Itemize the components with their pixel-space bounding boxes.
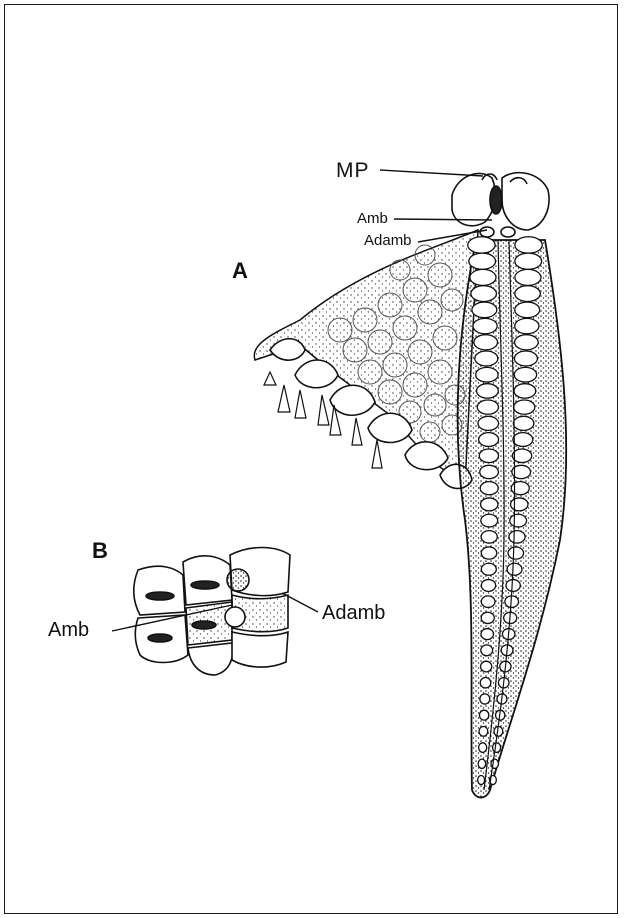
arm-plate	[480, 482, 498, 495]
arm-plate	[513, 416, 534, 430]
arm-plate	[514, 367, 536, 382]
arm-plate	[471, 286, 496, 302]
arm-plate	[507, 563, 522, 575]
arm-plate	[479, 743, 487, 753]
arm-plate	[514, 384, 536, 398]
arm-plate	[470, 269, 496, 285]
arm-plate	[510, 514, 527, 527]
arm-plate	[481, 661, 492, 672]
adamb-label-b: Adamb	[322, 603, 385, 623]
arm-plate	[478, 775, 485, 784]
arm-plate	[474, 335, 498, 350]
arm-plate	[493, 743, 501, 753]
arm-plate	[469, 253, 496, 269]
arm-plate	[515, 302, 540, 318]
arm-plate	[480, 694, 490, 704]
arm-plate	[479, 710, 488, 720]
arm-plate	[473, 318, 497, 333]
panel-b-label: B	[92, 540, 108, 562]
arm-plate	[475, 351, 498, 366]
adamb-label-a: Adamb	[364, 233, 412, 248]
arm-plate	[515, 253, 542, 269]
arm-plate	[477, 384, 499, 398]
arm-plate	[478, 759, 485, 768]
arm-plate	[515, 286, 540, 302]
amb-label-a: Amb	[357, 211, 388, 226]
mp-label: MP	[336, 160, 370, 181]
arm-plate	[481, 514, 498, 527]
arm-plate	[481, 580, 495, 592]
arm-plate	[481, 645, 493, 656]
arm-plate	[480, 678, 491, 688]
arm-plate	[479, 726, 488, 736]
arm-plate	[477, 400, 498, 414]
arm-plate	[512, 449, 531, 463]
arm-plate	[481, 596, 495, 608]
arm-plate	[476, 367, 498, 382]
arm-plate	[481, 612, 494, 623]
amb-label-b: Amb	[48, 620, 89, 640]
arm-plate	[508, 547, 524, 559]
arm-plate	[514, 351, 537, 366]
arm-plate	[481, 498, 498, 511]
arm-plate	[481, 563, 496, 575]
arm-plate	[514, 400, 535, 414]
arm-plate	[515, 269, 541, 285]
panel-b-detail	[134, 548, 290, 676]
arm-plate	[506, 580, 520, 592]
arm-plate	[479, 433, 499, 447]
arm-plate	[509, 531, 525, 543]
arm-plate	[478, 416, 499, 430]
panel-a-label: A	[232, 260, 248, 282]
arm-plate	[479, 449, 498, 463]
arm-plate	[513, 433, 533, 447]
arm-plate	[481, 629, 493, 640]
arm-plate	[481, 547, 497, 559]
arm	[458, 237, 567, 798]
arm-plate	[515, 237, 542, 254]
arm-plate	[515, 335, 539, 350]
arm-plate	[472, 302, 497, 318]
arm-plate	[480, 465, 499, 478]
arm-plate	[468, 237, 495, 254]
arm-plate	[511, 498, 528, 511]
arm-plate	[515, 318, 539, 333]
arm-plate	[481, 531, 497, 543]
mouth-plates	[452, 173, 549, 237]
